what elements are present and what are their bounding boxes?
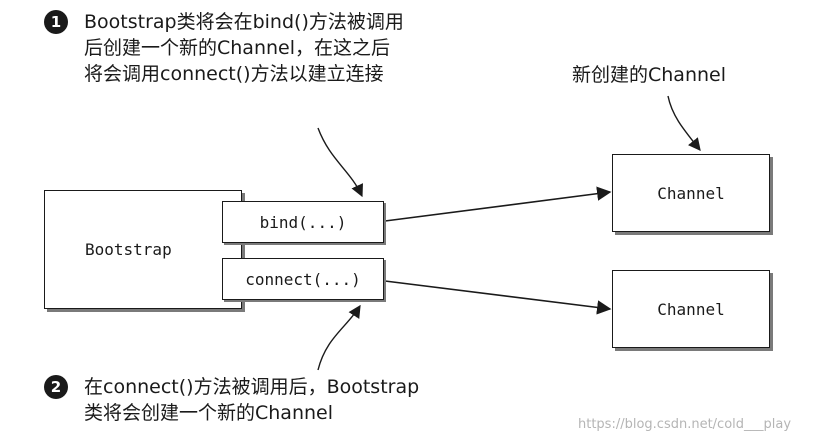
connect-method-box: connect(...) xyxy=(222,258,384,300)
channel-box-bottom: Channel xyxy=(612,270,770,348)
new-channel-pointer-arrow xyxy=(667,95,701,151)
step-2-badge: 2 xyxy=(44,375,68,399)
note-1-line-2: 后创建一个新的Channel，在这之后 xyxy=(84,37,391,59)
watermark: https://blog.csdn.net/cold___play xyxy=(578,417,792,432)
note1-pointer-arrow xyxy=(317,127,363,198)
note-1-line-1: Bootstrap类将会在bind()方法被调用 xyxy=(84,11,404,33)
bootstrap-label: Bootstrap xyxy=(85,240,172,259)
bind-method-label: bind(...) xyxy=(259,212,347,232)
note-1: Bootstrap类将会在bind()方法被调用 后创建一个新的Channel，… xyxy=(84,9,404,87)
bind-method-box: bind(...) xyxy=(222,201,384,243)
note-2: 在connect()方法被调用后，Bootstrap 类将会创建一个新的Chan… xyxy=(84,374,419,426)
channel-box-top: Channel xyxy=(612,154,770,232)
new-channel-label: 新创建的Channel xyxy=(572,64,727,86)
note2-pointer-arrow xyxy=(317,304,361,371)
bootstrap-box: Bootstrap xyxy=(44,190,242,309)
bind-to-channel-arrow xyxy=(384,186,612,222)
connect-to-channel-arrow xyxy=(384,280,612,315)
note-2-line-2: 类将会创建一个新的Channel xyxy=(84,402,334,424)
step-1-badge: 1 xyxy=(44,10,68,34)
note-2-line-1: 在connect()方法被调用后，Bootstrap xyxy=(84,376,420,398)
connect-method-label: connect(...) xyxy=(245,269,361,289)
channel-bottom-label: Channel xyxy=(657,299,725,319)
note-1-line-3: 将会调用connect()方法以建立连接 xyxy=(84,63,384,85)
channel-top-label: Channel xyxy=(657,183,725,203)
